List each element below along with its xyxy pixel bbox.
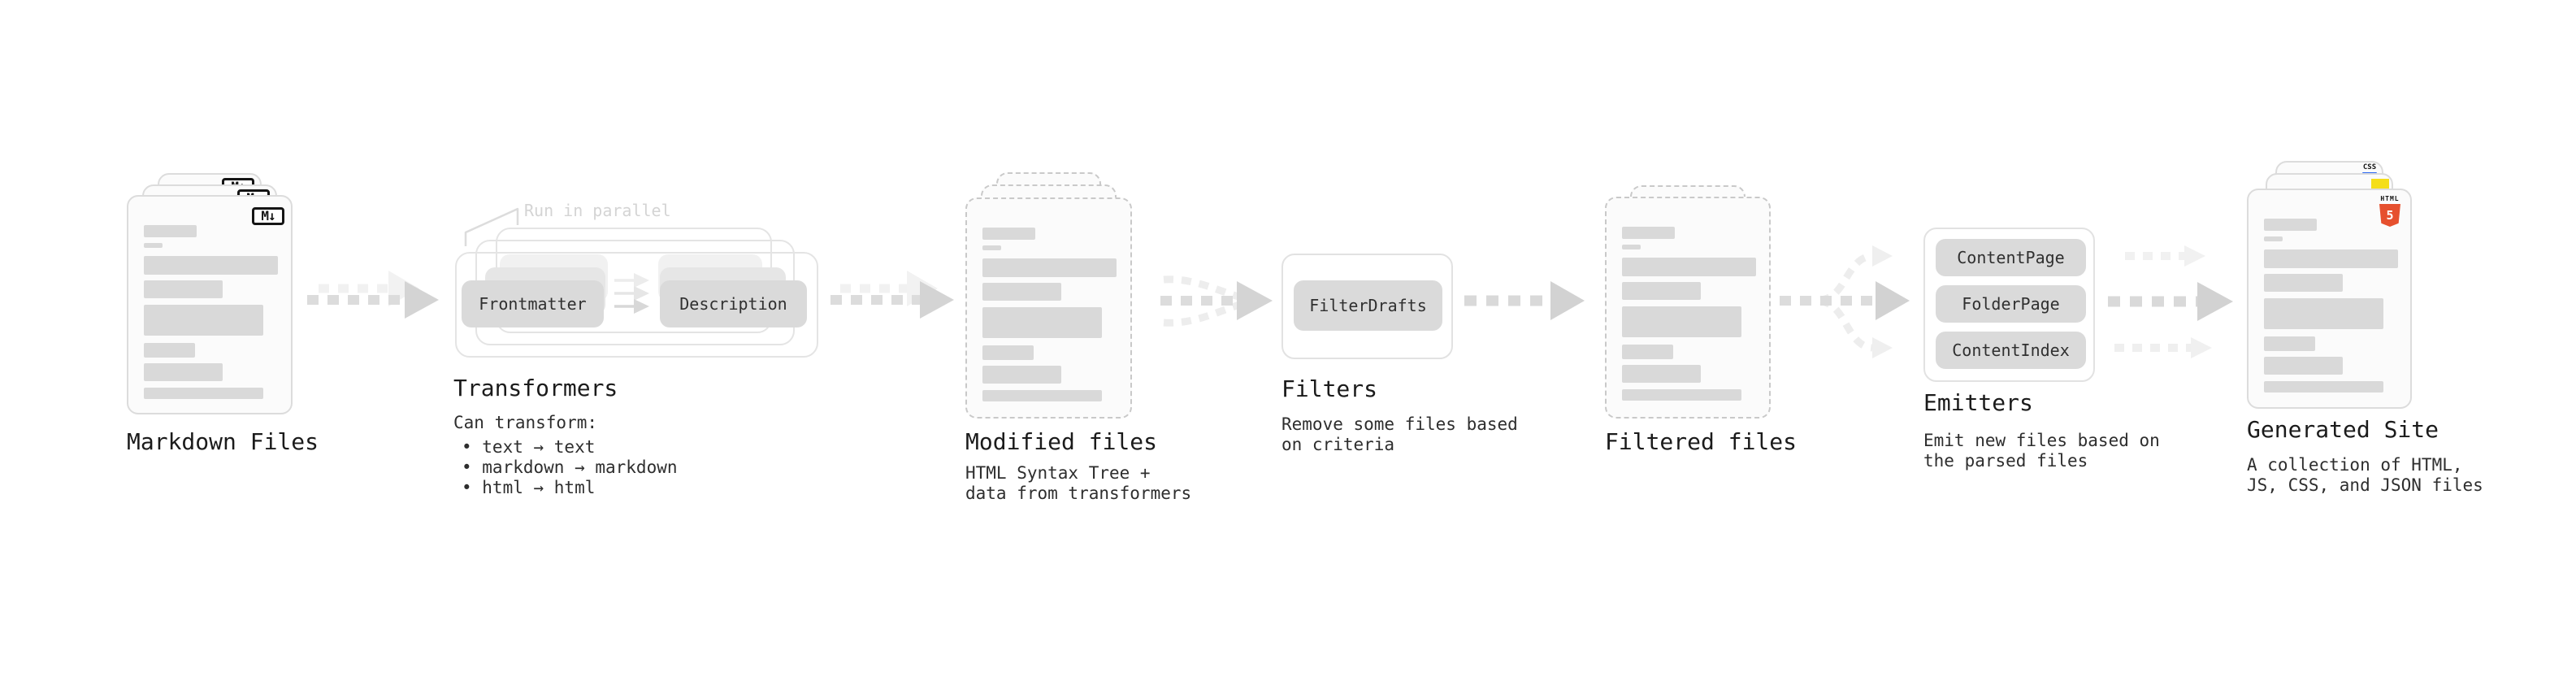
html5-icon-word: HTML (2380, 195, 2400, 202)
desc-line: Remove some files based (1281, 414, 1518, 434)
placeholder-bar (982, 258, 1117, 277)
file-card (965, 197, 1132, 419)
placeholder-bar (982, 307, 1102, 338)
placeholder-bar (2264, 236, 2283, 241)
file-card: M↓ (127, 195, 293, 414)
arrow-modified-to-filters (1160, 275, 1273, 327)
desc-line: JS, CSS, and JSON files (2247, 475, 2483, 495)
frontmatter-pill-label: Frontmatter (479, 294, 587, 314)
transformer-run-container (455, 252, 818, 358)
placeholder-bar (1622, 365, 1701, 383)
folder-page-pill-label: FolderPage (1962, 294, 2060, 314)
transformers-desc-heading: Can transform: (453, 413, 598, 432)
transform-bullet: • text → text (462, 437, 596, 457)
placeholder-bar (982, 245, 1001, 250)
description-pill: Description (660, 280, 807, 327)
placeholder-bar (144, 388, 263, 399)
modified-files-stack (965, 172, 1132, 419)
markdown-files-stack: M↓ M↓ M↓ (127, 173, 293, 414)
placeholder-bar (2264, 249, 2398, 268)
placeholder-bar (144, 243, 163, 248)
arrow-filtered-to-emitters (1780, 245, 1910, 358)
generated-site-desc: A collection of HTML, JS, CSS, and JSON … (2247, 455, 2483, 496)
placeholder-bar (144, 225, 197, 237)
placeholder-bar (2264, 381, 2383, 393)
placeholder-bar (982, 228, 1035, 240)
placeholder-bar (2264, 298, 2383, 329)
placeholder-bar (2264, 219, 2317, 231)
desc-line: HTML Syntax Tree + (965, 463, 1151, 483)
placeholder-bar (982, 390, 1102, 401)
placeholder-bar (982, 345, 1034, 360)
filtered-files-stack (1605, 185, 1771, 419)
modified-files-desc: HTML Syntax Tree + data from transformer… (965, 463, 1191, 504)
html5-icon-shield: 5 (2379, 204, 2400, 227)
placeholder-bar (1622, 258, 1756, 276)
content-page-pill-label: ContentPage (1957, 248, 2065, 267)
desc-line: Emit new files based on (1923, 431, 2160, 450)
emitters-panel: ContentPage FolderPage ContentIndex (1923, 228, 2095, 382)
placeholder-bar (144, 256, 278, 275)
description-pill-label: Description (679, 294, 787, 314)
html5-icon: HTML 5 (2378, 195, 2402, 227)
desc-line: data from transformers (965, 484, 1192, 503)
placeholder-bar (982, 366, 1061, 384)
placeholder-bar (2264, 336, 2315, 351)
placeholder-bar (1622, 345, 1673, 359)
arrow-markdown-to-transformers (307, 271, 439, 319)
emitters-desc: Emit new files based on the parsed files (1923, 431, 2160, 471)
placeholder-bar (982, 283, 1061, 301)
folder-page-pill: FolderPage (1936, 285, 2086, 323)
content-page-pill: ContentPage (1936, 239, 2086, 276)
generated-site-stack: CSS HTML 5 (2247, 161, 2412, 409)
desc-line: on criteria (1281, 435, 1395, 454)
stage-title-transformers: Transformers (453, 375, 618, 401)
placeholder-bar (144, 363, 223, 381)
placeholder-bar (1622, 245, 1641, 249)
arrow-emitters-to-generated (2108, 245, 2233, 358)
stage-title-modified-files: Modified files (965, 428, 1158, 455)
file-card (1605, 197, 1771, 419)
html5-icon-number: 5 (2386, 207, 2394, 223)
transform-bullet: • markdown → markdown (462, 458, 678, 477)
arrow-transformers-to-modified (830, 271, 954, 319)
filter-drafts-pill: FilterDrafts (1294, 280, 1442, 331)
arrow-filters-to-filtered (1464, 281, 1585, 320)
stage-title-markdown-files: Markdown Files (127, 428, 319, 455)
placeholder-bar (144, 280, 223, 298)
transform-bullet: • html → html (462, 478, 596, 497)
placeholder-bar (144, 343, 195, 358)
desc-line: A collection of HTML, (2247, 455, 2463, 475)
filters-desc: Remove some files based on criteria (1281, 414, 1518, 455)
filters-panel: FilterDrafts (1281, 254, 1453, 359)
stage-title-emitters: Emitters (1923, 389, 2033, 416)
placeholder-bar (2264, 357, 2343, 375)
stage-title-filtered-files: Filtered files (1605, 428, 1798, 455)
placeholder-bar (1622, 282, 1701, 300)
content-index-pill-label: ContentIndex (1952, 340, 2070, 360)
transformers-desc-bullets: • text → text • markdown → markdown • ht… (453, 437, 678, 498)
filter-drafts-pill-label: FilterDrafts (1309, 296, 1427, 315)
placeholder-bar (1622, 389, 1741, 401)
file-card: HTML 5 (2247, 189, 2412, 409)
stage-title-generated-site: Generated Site (2247, 416, 2439, 443)
stage-title-filters: Filters (1281, 375, 1378, 402)
placeholder-bar (1622, 306, 1741, 337)
content-index-pill: ContentIndex (1936, 332, 2086, 369)
css-icon-label: CSS (2362, 163, 2377, 171)
frontmatter-pill: Frontmatter (462, 280, 604, 327)
placeholder-bar (1622, 227, 1675, 239)
javascript-icon (2371, 179, 2389, 191)
markdown-icon: M↓ (252, 207, 284, 225)
placeholder-bar (2264, 274, 2343, 292)
placeholder-bar (144, 305, 263, 336)
run-in-parallel-note: Run in parallel (524, 201, 671, 220)
desc-line: the parsed files (1923, 451, 2088, 471)
